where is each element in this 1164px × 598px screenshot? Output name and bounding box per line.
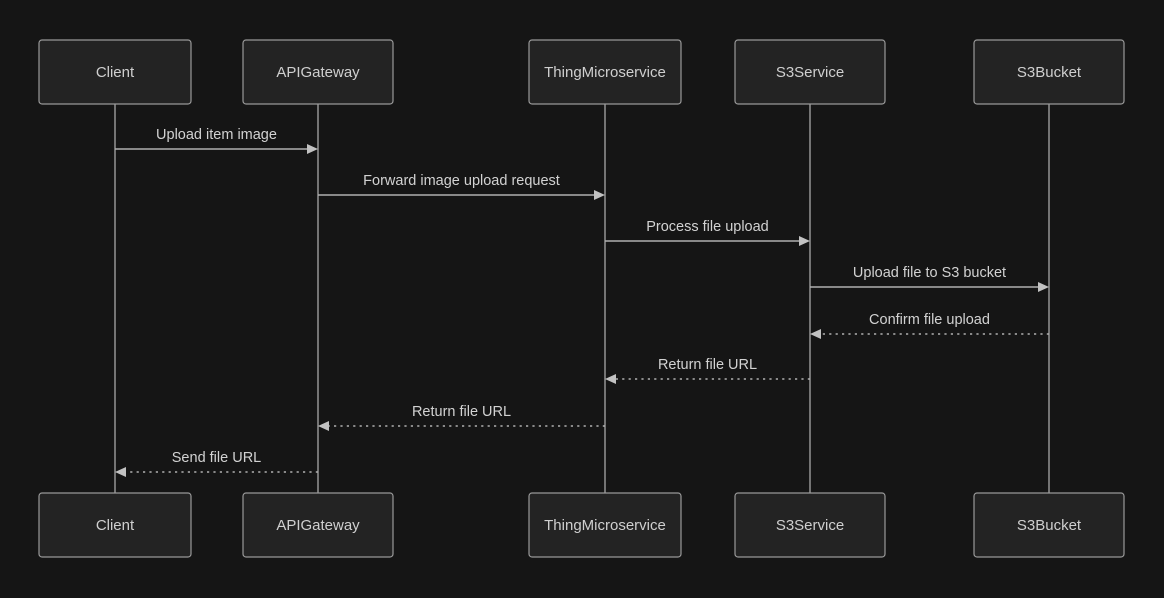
participant-box[interactable] bbox=[242, 492, 394, 558]
message-arrowhead-left bbox=[115, 467, 126, 477]
message-arrowhead-right bbox=[594, 190, 605, 200]
participant-s3bucket-top[interactable]: S3Bucket bbox=[973, 39, 1125, 105]
message-3-thingmicroservice-to-s3service[interactable]: Process file upload bbox=[605, 219, 810, 246]
participant-box[interactable] bbox=[528, 492, 682, 558]
participant-s3bucket-bottom[interactable]: S3Bucket bbox=[973, 492, 1125, 558]
message-label: Confirm file upload bbox=[869, 312, 990, 328]
participant-label: S3Service bbox=[776, 64, 844, 81]
message-label: Return file URL bbox=[658, 357, 757, 373]
lifelines-group bbox=[114, 104, 1050, 493]
participant-label: APIGateway bbox=[276, 517, 360, 534]
participant-label: Client bbox=[96, 64, 135, 81]
message-arrowhead-right bbox=[799, 236, 810, 246]
message-arrowhead-right bbox=[1038, 282, 1049, 292]
message-2-apigateway-to-thingmicroservice[interactable]: Forward image upload request bbox=[318, 173, 605, 200]
message-arrowhead-left bbox=[810, 329, 821, 339]
message-4-s3service-to-s3bucket[interactable]: Upload file to S3 bucket bbox=[810, 265, 1049, 292]
message-6-s3service-to-thingmicroservice[interactable]: Return file URL bbox=[605, 357, 810, 384]
participant-label: ThingMicroservice bbox=[544, 64, 666, 81]
participant-box[interactable] bbox=[38, 492, 192, 558]
message-label: Forward image upload request bbox=[363, 173, 560, 189]
participant-thingmicroservice-top[interactable]: ThingMicroservice bbox=[528, 39, 682, 105]
message-label: Return file URL bbox=[412, 404, 511, 420]
message-label: Process file upload bbox=[646, 219, 769, 235]
message-label: Upload file to S3 bucket bbox=[853, 265, 1006, 281]
participants-top-row: Client APIGateway ThingMicroservice S3Servi… bbox=[38, 39, 1125, 105]
message-arrowhead-right bbox=[307, 144, 318, 154]
participant-box[interactable] bbox=[734, 39, 886, 105]
participant-box[interactable] bbox=[973, 492, 1125, 558]
message-7-thingmicroservice-to-apigateway[interactable]: Return file URL bbox=[318, 404, 605, 431]
participant-apigateway-bottom[interactable]: APIGateway bbox=[242, 492, 394, 558]
message-label: Upload item image bbox=[156, 127, 277, 143]
participant-box[interactable] bbox=[38, 39, 192, 105]
message-arrowhead-left bbox=[318, 421, 329, 431]
participant-box[interactable] bbox=[242, 39, 394, 105]
participant-s3service-bottom[interactable]: S3Service bbox=[734, 492, 886, 558]
participant-box[interactable] bbox=[973, 39, 1125, 105]
message-5-s3bucket-to-s3service[interactable]: Confirm file upload bbox=[810, 312, 1049, 339]
participants-bottom-row: Client APIGateway ThingMicroservice S3Servi… bbox=[38, 492, 1125, 558]
participant-client-bottom[interactable]: Client bbox=[38, 492, 192, 558]
participant-label: Client bbox=[96, 517, 135, 534]
participant-thingmicroservice-bottom[interactable]: ThingMicroservice bbox=[528, 492, 682, 558]
participant-label: S3Bucket bbox=[1017, 64, 1082, 81]
participant-label: APIGateway bbox=[276, 64, 360, 81]
message-arrowhead-left bbox=[605, 374, 616, 384]
participant-box[interactable] bbox=[528, 39, 682, 105]
participant-apigateway-top[interactable]: APIGateway bbox=[242, 39, 394, 105]
message-label: Send file URL bbox=[172, 450, 261, 466]
message-8-apigateway-to-client[interactable]: Send file URL bbox=[115, 450, 318, 477]
participant-s3service-top[interactable]: S3Service bbox=[734, 39, 886, 105]
participant-label: S3Service bbox=[776, 517, 844, 534]
message-1-client-to-apigateway[interactable]: Upload item image bbox=[115, 127, 318, 154]
participant-client-top[interactable]: Client bbox=[38, 39, 192, 105]
participant-box[interactable] bbox=[734, 492, 886, 558]
participant-label: ThingMicroservice bbox=[544, 517, 666, 534]
participant-label: S3Bucket bbox=[1017, 517, 1082, 534]
